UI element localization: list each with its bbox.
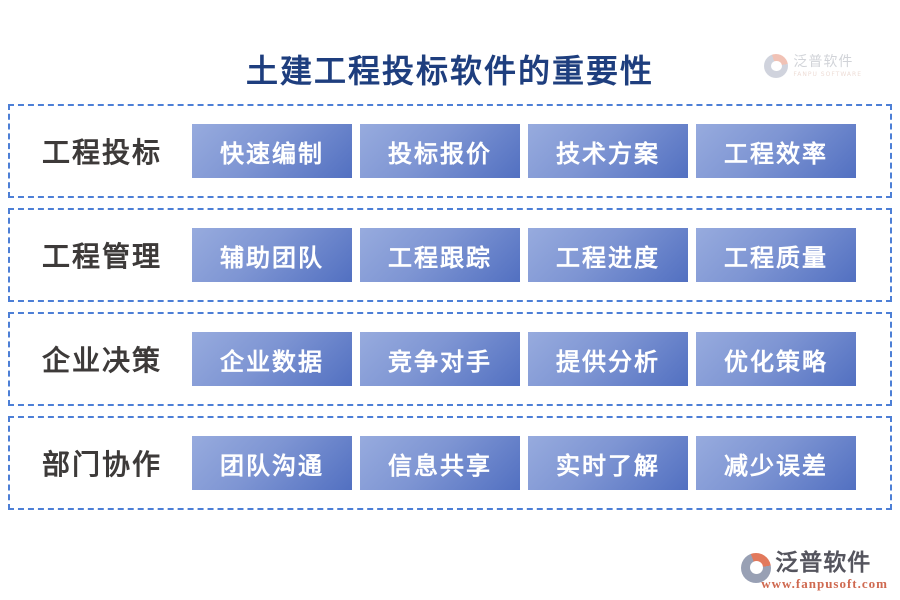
button-assist-team[interactable]: 辅助团队 bbox=[192, 228, 352, 282]
row-label: 工程投标 bbox=[42, 136, 163, 169]
category-rows: 工程投标 快速编制 投标报价 技术方案 工程效率 工程管理 辅助团队 工程跟踪 … bbox=[8, 104, 892, 520]
row-department-collaboration: 部门协作 团队沟通 信息共享 实时了解 减少误差 bbox=[8, 416, 892, 510]
button-provide-analysis[interactable]: 提供分析 bbox=[528, 332, 688, 386]
brand-watermark: 泛普软件 FANPU SOFTWARE bbox=[764, 54, 862, 78]
button-quick-compile[interactable]: 快速编制 bbox=[192, 124, 352, 178]
footer-brand: 泛普软件 www.fanpusoft.com bbox=[741, 549, 888, 592]
button-reduce-errors[interactable]: 减少误差 bbox=[696, 436, 856, 490]
row-enterprise-decision: 企业决策 企业数据 竞争对手 提供分析 优化策略 bbox=[8, 312, 892, 406]
button-optimize-strategy[interactable]: 优化策略 bbox=[696, 332, 856, 386]
row-label: 部门协作 bbox=[42, 448, 163, 481]
row-label: 工程管理 bbox=[42, 240, 163, 273]
row-label: 企业决策 bbox=[42, 344, 163, 377]
button-project-efficiency[interactable]: 工程效率 bbox=[696, 124, 856, 178]
button-technical-plan[interactable]: 技术方案 bbox=[528, 124, 688, 178]
footer-brand-name: 泛普软件 bbox=[775, 549, 872, 576]
watermark-brand-name: 泛普软件 bbox=[793, 53, 854, 70]
row-engineering-bidding: 工程投标 快速编制 投标报价 技术方案 工程效率 bbox=[8, 104, 892, 198]
button-information-sharing[interactable]: 信息共享 bbox=[360, 436, 520, 490]
footer-website-url: www.fanpusoft.com bbox=[761, 576, 888, 591]
fanpu-logo-icon bbox=[764, 54, 789, 78]
button-enterprise-data[interactable]: 企业数据 bbox=[192, 332, 352, 386]
button-team-communication[interactable]: 团队沟通 bbox=[192, 436, 352, 490]
button-bid-quote[interactable]: 投标报价 bbox=[360, 124, 520, 178]
row-project-management: 工程管理 辅助团队 工程跟踪 工程进度 工程质量 bbox=[8, 208, 892, 302]
fanpu-logo-icon bbox=[741, 552, 772, 583]
button-project-tracking[interactable]: 工程跟踪 bbox=[360, 228, 520, 282]
button-project-progress[interactable]: 工程进度 bbox=[528, 228, 688, 282]
watermark-brand-subtitle: FANPU SOFTWARE bbox=[793, 70, 862, 78]
button-realtime-awareness[interactable]: 实时了解 bbox=[528, 436, 688, 490]
button-competitors[interactable]: 竞争对手 bbox=[360, 332, 520, 386]
button-project-quality[interactable]: 工程质量 bbox=[696, 228, 856, 282]
page-title: 土建工程投标软件的重要性 bbox=[245, 52, 654, 90]
